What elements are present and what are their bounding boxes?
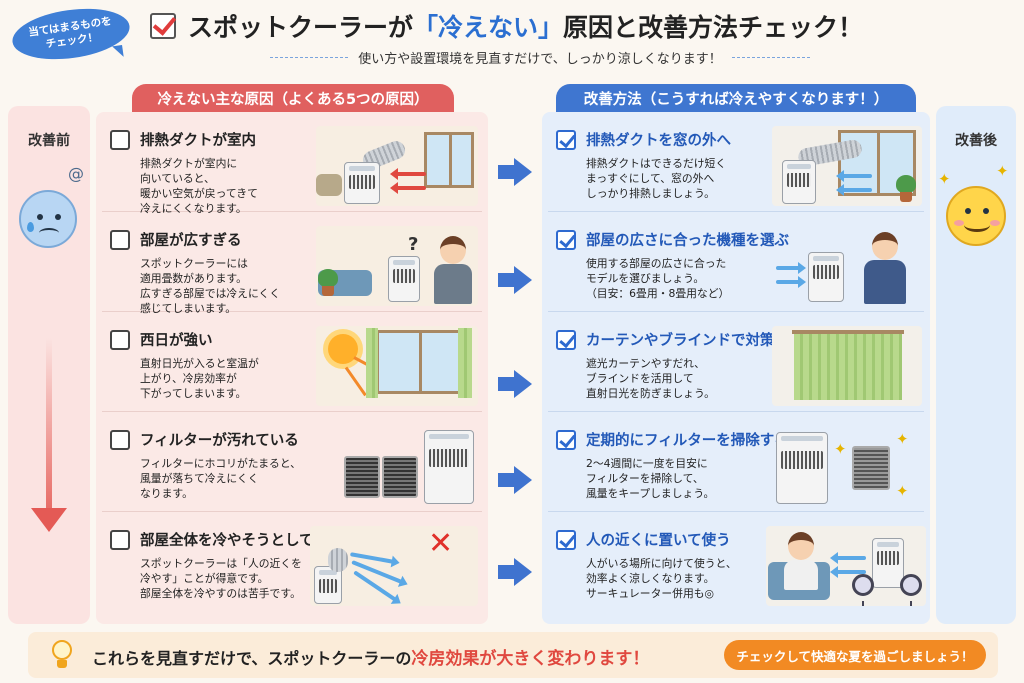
solution-checkbox[interactable] (556, 230, 576, 250)
footer-banner: これらを見直すだけで、スポットクーラーの冷房効果が大きく変わります！ チェックし… (28, 632, 998, 678)
solution-checkbox[interactable] (556, 130, 576, 150)
solution-checkbox[interactable] (556, 330, 576, 350)
title-highlight: 「冷えない」 (413, 13, 564, 42)
cause-item: 排熱ダクトが室内 排熱ダクトが室内に向いていると、暖かい空気が戻ってきて冷えにく… (102, 116, 482, 215)
solution-item: 排熱ダクトを窓の外へ 排熱ダクトはできるだけ短くまっすぐにして、窓の外へしっかり… (548, 116, 924, 212)
solution-title: 定期的にフィルターを掃除する (586, 433, 789, 449)
title-pre: スポットクーラーが (188, 13, 414, 42)
sad-face-icon (19, 190, 77, 248)
solution-description: 人がいる場所に向けて使うと、効率よく涼しくなります。サーキュレーター併用も◎ (586, 557, 737, 600)
duct-outside-illustration (772, 126, 922, 206)
down-arrow-icon (31, 338, 67, 548)
cause-checkbox[interactable] (110, 530, 130, 550)
right-size-unit-illustration (772, 226, 922, 306)
check-badge: 当てはまるものを チェック！ (9, 2, 133, 66)
cause-checkbox[interactable] (110, 230, 130, 250)
happy-face-icon (946, 186, 1006, 246)
solutions-panel: 改善方法（こうすれば冷えやすくなります！） 排熱ダクトを窓の外へ 排熱ダクトはで… (542, 84, 930, 624)
right-arrow-icon (498, 158, 532, 186)
cause-description: スポットクーラーは「人の近くを冷やす」ことが得意です。部屋全体を冷やすのは苦手で… (140, 557, 302, 600)
cause-checkbox[interactable] (110, 430, 130, 450)
cause-item: フィルターが汚れている フィルターにホコリがたまると、風量が落ちて冷えにくくなり… (102, 416, 482, 512)
right-arrow-icon (498, 466, 532, 494)
subtitle-row: 使い方や設置環境を見直すだけで、しっかり涼しくなります！ (270, 46, 811, 68)
page-title: スポットクーラーが「冷えない」原因と改善方法チェック！ (188, 8, 863, 44)
sparkle-icon: ✦ (996, 162, 1009, 180)
dash-divider-left (270, 56, 349, 58)
solution-item: 人の近くに置いて使う 人がいる場所に向けて使うと、効率よく涼しくなります。サーキ… (548, 516, 926, 612)
sparkle-icon: ✦ (896, 482, 909, 500)
sun-icon (328, 334, 358, 364)
solution-title: 部屋の広さに合った機種を選ぶ (586, 233, 789, 249)
solution-title: カーテンやブラインドで対策 (586, 333, 775, 349)
sparkle-icon: ✦ (938, 170, 951, 188)
cause-title: 部屋全体を冷やそうとしている (140, 533, 343, 549)
solution-title: 人の近くに置いて使う (586, 533, 731, 549)
duct-indoor-illustration (316, 126, 478, 206)
solution-item: 定期的にフィルターを掃除する 2〜4週間に一度を目安にフィルターを掃除して、風量… (548, 416, 924, 512)
before-column: 改善前 @ (8, 106, 90, 624)
solution-description: 2〜4週間に一度を目安にフィルターを掃除して、風量をキープしましょう。 (586, 457, 715, 500)
dizzy-swirl-icon: @ (68, 164, 84, 183)
footer-message-pre: これらを見直すだけで、スポットクーラーの (92, 649, 412, 668)
before-label: 改善前 (28, 133, 70, 149)
lightbulb-icon (50, 640, 74, 670)
solution-checkbox[interactable] (556, 530, 576, 550)
cause-title: 西日が強い (140, 333, 213, 349)
causes-heading: 冷えない主な原因（よくある5つの原因） (132, 84, 454, 112)
solution-description: 遮光カーテンやすだれ、ブラインドを活用して直射日光を防ぎましょう。 (586, 357, 715, 400)
solution-checkbox[interactable] (556, 430, 576, 450)
solution-item: 部屋の広さに合った機種を選ぶ 使用する部屋の広さに合ったモデルを選びましょう。（… (548, 216, 924, 312)
curtain-illustration (772, 326, 922, 406)
after-column: 改善後 ✦ ✦ (936, 106, 1016, 624)
solution-item: カーテンやブラインドで対策 遮光カーテンやすだれ、ブラインドを活用して直射日光を… (548, 316, 924, 412)
large-room-illustration: ? (316, 226, 478, 306)
cause-checkbox[interactable] (110, 330, 130, 350)
cause-description: 直射日光が入ると室温が上がり、冷房効率が下がってしまいます。 (140, 357, 259, 400)
sparkle-icon: ✦ (834, 440, 847, 458)
circulator-fan-icon (852, 574, 874, 606)
cause-item: 西日が強い 直射日光が入ると室温が上がり、冷房効率が下がってしまいます。 (102, 316, 482, 412)
cross-icon: ✕ (428, 526, 454, 561)
after-label: 改善後 (955, 133, 997, 149)
west-sun-illustration (316, 326, 478, 406)
solution-title: 排熱ダクトを窓の外へ (586, 133, 731, 149)
cause-item: 部屋全体を冷やそうとしている スポットクーラーは「人の近くを冷やす」ことが得意で… (102, 516, 482, 612)
footer-message: これらを見直すだけで、スポットクーラーの冷房効果が大きく変わります！ (92, 644, 649, 669)
cause-checkbox[interactable] (110, 130, 130, 150)
title-row: スポットクーラーが「冷えない」原因と改善方法チェック！ (150, 8, 970, 44)
cause-title: 部屋が広すぎる (140, 233, 242, 249)
cause-description: フィルターにホコリがたまると、風量が落ちて冷えにくくなります。 (140, 457, 301, 500)
right-arrow-icon (498, 266, 532, 294)
cause-description: スポットクーラーには適用畳数があります。広すぎる部屋では冷えにくく感じてしまいま… (140, 257, 281, 315)
cta-button[interactable]: チェックして快適な夏を過ごしましょう！ (724, 640, 986, 670)
solution-description: 使用する部屋の広さに合ったモデルを選びましょう。（目安：6畳用・8畳用など） (586, 257, 730, 300)
solutions-heading: 改善方法（こうすれば冷えやすくなります！） (556, 84, 916, 112)
dash-divider-right (731, 56, 811, 58)
solution-description: 排熱ダクトはできるだけ短くまっすぐにして、窓の外へしっかり排熱しましょう。 (586, 157, 727, 200)
causes-panel: 冷えない主な原因（よくある5つの原因） 排熱ダクトが室内 排熱ダクトが室内に向い… (96, 84, 488, 624)
circulator-fan-icon (900, 574, 922, 606)
dirty-filter-illustration (316, 426, 478, 506)
near-person-illustration (766, 526, 926, 606)
cause-item: 部屋が広すぎる スポットクーラーには適用畳数があります。広すぎる部屋では冷えにく… (102, 216, 482, 315)
right-arrow-icon (498, 370, 532, 398)
question-mark-icon: ? (408, 234, 419, 255)
footer-message-highlight: 冷房効果が大きく変わります！ (411, 649, 650, 669)
checkbox-checked-icon (150, 13, 176, 39)
clean-filter-illustration: ✦ ✦ ✦ (772, 426, 922, 506)
cause-title: フィルターが汚れている (140, 433, 299, 449)
page-subtitle: 使い方や設置環境を見直すだけで、しっかり涼しくなります！ (358, 51, 722, 67)
right-arrow-icon (498, 558, 532, 586)
cause-title: 排熱ダクトが室内 (140, 133, 256, 149)
whole-room-illustration: ✕ (310, 526, 478, 606)
sparkle-icon: ✦ (896, 430, 909, 448)
title-post: 原因と改善方法チェック！ (563, 13, 864, 42)
cause-description: 排熱ダクトが室内に向いていると、暖かい空気が戻ってきて冷えにくくなります。 (140, 157, 258, 215)
